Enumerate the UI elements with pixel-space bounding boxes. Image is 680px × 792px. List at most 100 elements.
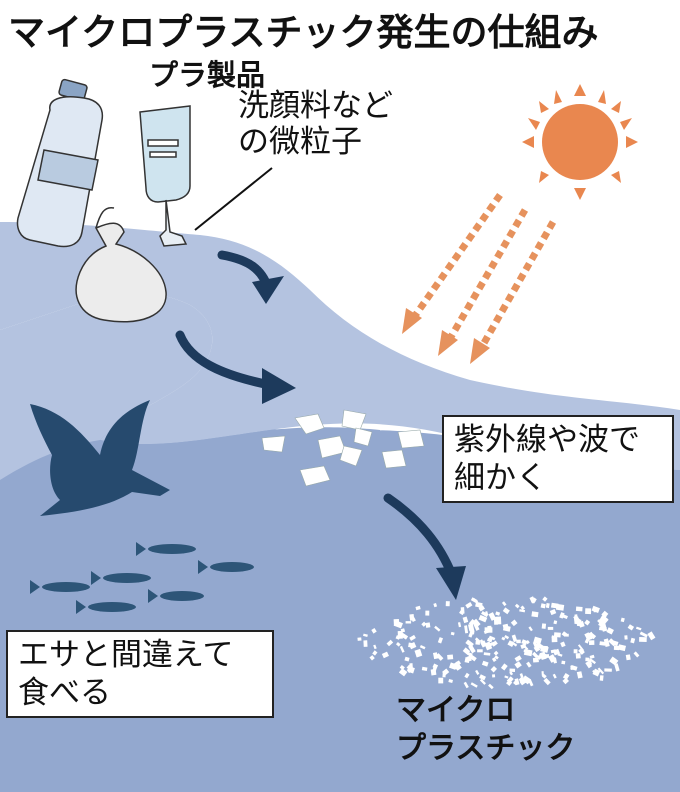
- microplastic-particle: [483, 652, 491, 656]
- microplastic-particle: [585, 608, 592, 615]
- microplastic-particle: [447, 654, 454, 660]
- microplastic-particle: [468, 631, 474, 638]
- microplastic-particle: [509, 668, 516, 672]
- microplastic-particle: [470, 682, 478, 688]
- microplastic-particle: [507, 640, 515, 648]
- microplastic-particle: [468, 653, 477, 662]
- uv-waves-line2: 細かく: [454, 460, 547, 496]
- microplastic-particle: [601, 610, 609, 618]
- label-microbeads: 洗顔料など の微粒子: [238, 88, 393, 160]
- plastic-bottle-icon: [16, 78, 104, 248]
- microplastic-particle: [494, 655, 499, 660]
- microplastic-particle: [432, 652, 439, 660]
- microplastic-particle: [540, 645, 549, 653]
- microplastic-particle: [474, 637, 481, 643]
- microplastic-particle: [573, 649, 578, 654]
- microplastic-particle: [570, 665, 574, 670]
- fish-icon: [148, 589, 204, 603]
- microplastic-particle: [519, 609, 526, 613]
- plastic-fragments: [261, 409, 425, 487]
- microplastic-particle: [528, 679, 534, 687]
- microplastic-particle: [599, 622, 607, 630]
- microplastic-particle: [560, 641, 566, 648]
- microplastic-particle: [488, 683, 494, 690]
- microplastic-particle: [520, 605, 525, 611]
- microplastic-particle: [504, 635, 510, 640]
- microplastic-particle: [462, 616, 469, 624]
- microplastic-particle: [510, 619, 518, 627]
- flow-arrowhead-2: [262, 368, 296, 404]
- label-microplastic-line1: マイクロ: [396, 693, 516, 728]
- microplastic-particle: [599, 641, 606, 646]
- microplastic-particle: [501, 601, 507, 607]
- microplastic-particle: [528, 626, 533, 632]
- microplastic-particle: [506, 676, 514, 684]
- microplastic-particle: [386, 639, 394, 647]
- microplastic-particle: [578, 648, 585, 655]
- microplastic-particle: [479, 606, 484, 611]
- microplastic-particle: [532, 657, 539, 663]
- microplastic-particle: [468, 623, 475, 632]
- microplastic-particle: [442, 671, 446, 678]
- microplastic-particle: [514, 661, 522, 669]
- microplastic-particle: [433, 603, 438, 608]
- microplastic-particle: [564, 633, 569, 637]
- microplastic-particle: [561, 660, 566, 665]
- microplastic-particle: [475, 601, 483, 608]
- microplastic-particle: [492, 674, 496, 678]
- mistaken-food-line1: エサと間違えて: [18, 637, 234, 673]
- microplastic-particle: [464, 625, 469, 634]
- microplastic-particle: [559, 612, 565, 619]
- microplastic-particle: [357, 637, 362, 641]
- microplastic-particle: [575, 653, 581, 659]
- microplastic-particle: [481, 660, 489, 667]
- label-microbeads-line1: 洗顔料など: [238, 88, 393, 124]
- microplastic-particle: [639, 631, 648, 638]
- microplastic-particle: [647, 631, 656, 641]
- microbeads-leader-line: [194, 167, 273, 231]
- microplastic-particle: [553, 632, 561, 638]
- microplastic-particle: [562, 673, 570, 680]
- microplastic-particle: [526, 661, 532, 668]
- microplastic-particle: [438, 677, 444, 684]
- microplastic-particle: [584, 637, 590, 644]
- microplastic-particle: [454, 663, 458, 670]
- uv-waves-box: 紫外線や波で 細かく: [442, 415, 674, 503]
- microplastic-particle: [545, 654, 550, 659]
- microplastic-particle: [587, 631, 595, 640]
- microplastic-particle: [584, 619, 591, 626]
- microplastic-particle: [437, 637, 443, 644]
- microplastic-particle: [399, 645, 405, 653]
- label-microbeads-line2: の微粒子: [238, 124, 362, 160]
- mistaken-food-box: エサと間違えて 食べる: [6, 630, 274, 718]
- microplastic-particle: [597, 667, 605, 675]
- microplastic-particle: [448, 679, 453, 683]
- microplastic-particle: [511, 634, 518, 643]
- microplastic-particle: [493, 650, 499, 656]
- microplastic-particle: [465, 602, 473, 609]
- microplastic-particle: [489, 641, 495, 647]
- microplastic-particle: [577, 644, 585, 652]
- microplastic-particle: [419, 644, 426, 650]
- microplastic-particle: [603, 638, 610, 648]
- microplastic-particle: [363, 633, 368, 637]
- flow-arrow-3: [383, 493, 457, 580]
- microplastic-particle: [540, 603, 546, 609]
- flow-arrowheads: [252, 276, 466, 600]
- microplastic-particle: [625, 654, 631, 661]
- microplastic-particle: [460, 607, 465, 614]
- microplastic-particle: [493, 616, 499, 625]
- fish-icon: [30, 580, 90, 594]
- microplastic-particle: [395, 642, 401, 647]
- microplastic-particle: [584, 632, 592, 641]
- microplastic-particle: [373, 644, 377, 650]
- uv-waves-line1: 紫外線や波で: [454, 422, 640, 458]
- microplastic-particle: [599, 615, 608, 624]
- flow-arrowhead-3: [436, 566, 466, 600]
- microplastic-particle: [553, 620, 558, 625]
- microplastic-particle: [613, 645, 620, 651]
- microplastic-particle: [549, 608, 557, 616]
- microplastic-particle: [521, 675, 532, 685]
- microplastic-particle: [399, 665, 405, 671]
- microplastic-particle: [574, 617, 581, 622]
